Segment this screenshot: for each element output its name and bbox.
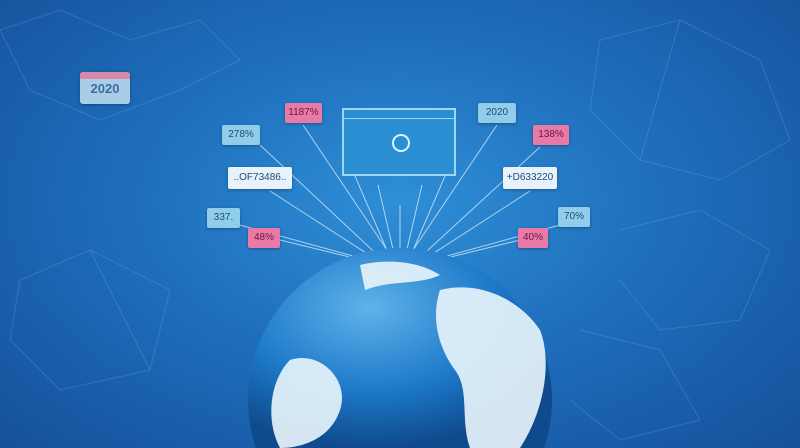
calendar-icon: 2020 xyxy=(80,72,130,104)
stat-label: ..OF73486.. xyxy=(228,167,292,189)
stat-label: 48% xyxy=(248,228,280,248)
window-title-bar xyxy=(344,110,454,119)
stat-label: 138% xyxy=(533,125,569,145)
chat-bubble-icon xyxy=(392,134,410,152)
calendar-year: 2020 xyxy=(90,81,120,96)
stat-label: 40% xyxy=(518,228,548,248)
stat-label: 278% xyxy=(222,125,260,145)
browser-window xyxy=(342,108,456,176)
stat-label: 337. xyxy=(207,208,240,228)
stat-label: 70% xyxy=(558,207,590,227)
stat-label: +D633220 xyxy=(503,167,557,189)
stat-label: 1187% xyxy=(285,103,322,123)
stat-label: 2020 xyxy=(478,103,516,123)
